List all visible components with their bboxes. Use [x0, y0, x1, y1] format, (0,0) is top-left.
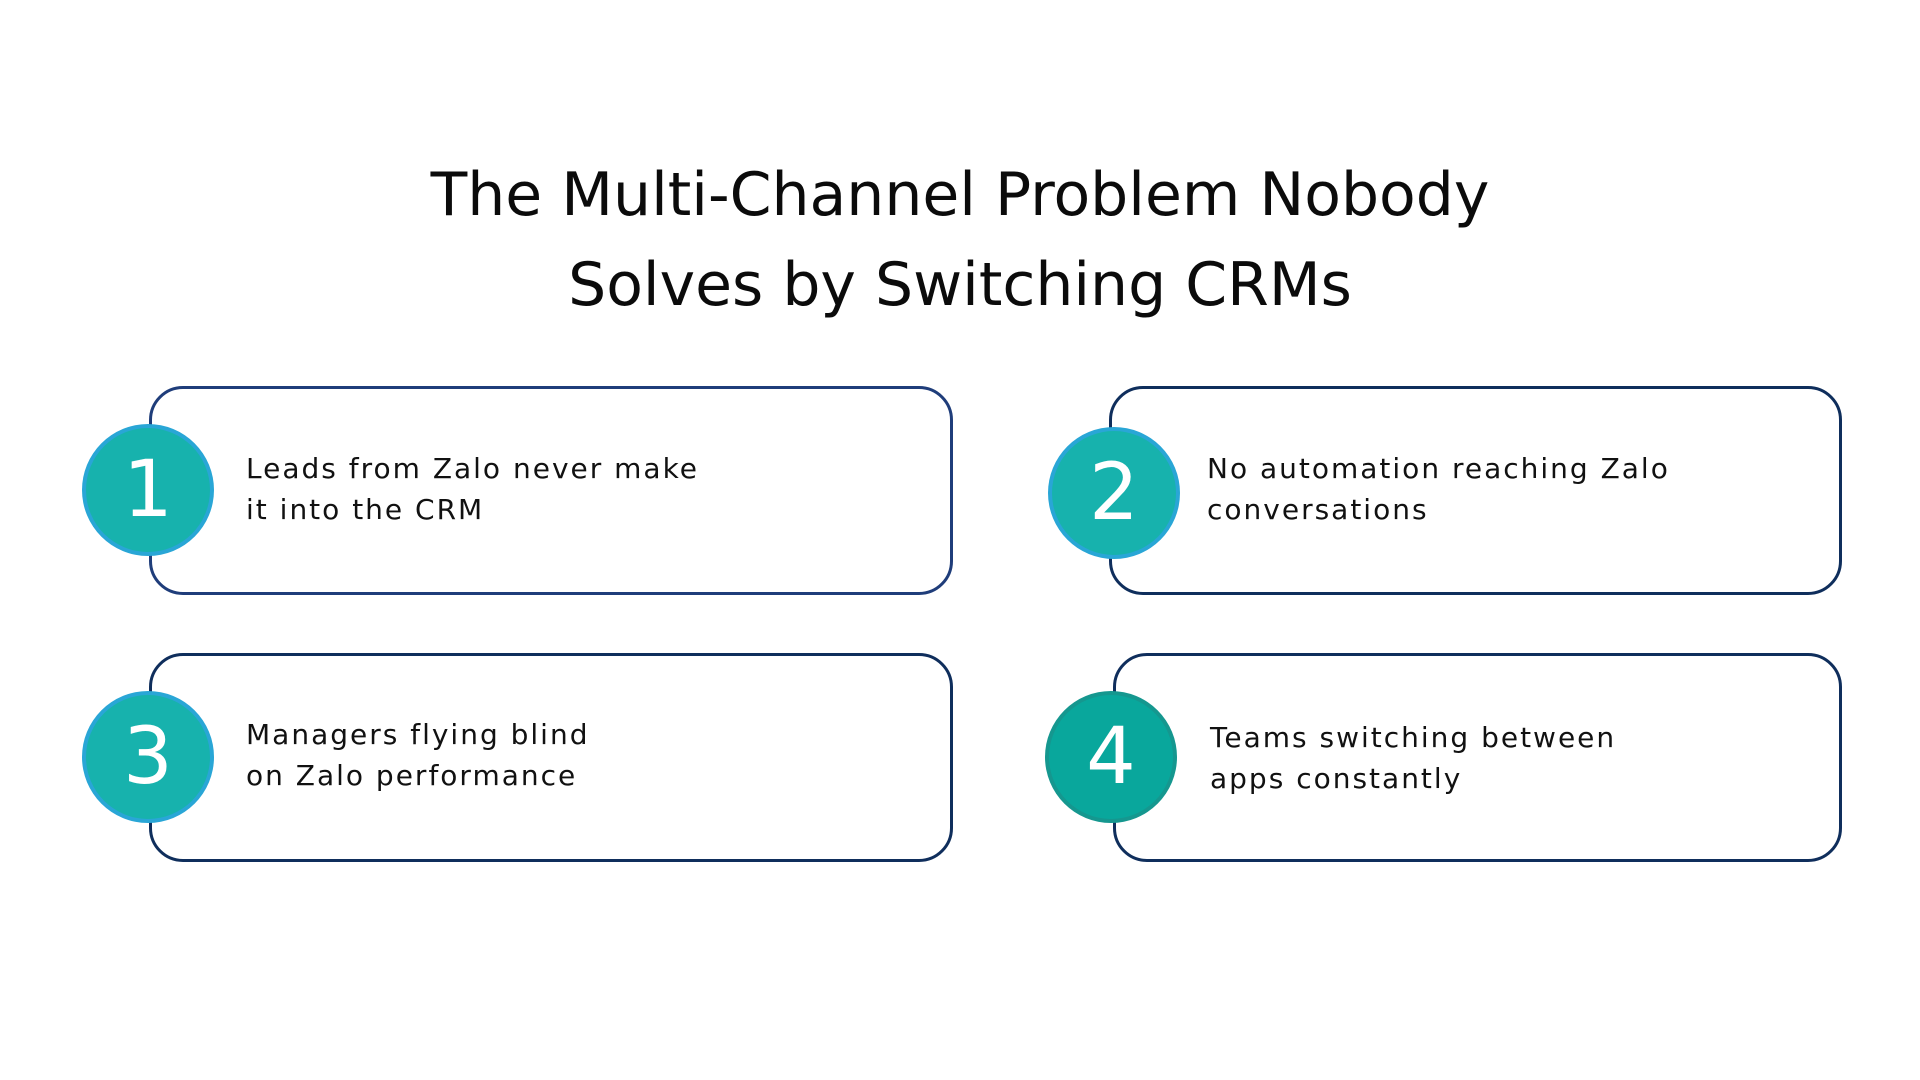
problem-text-2-line-1: No automation reaching Zalo [1207, 452, 1670, 485]
number-badge-4-label: 4 [1086, 712, 1136, 802]
page-title: The Multi-Channel Problem Nobody Solves … [0, 150, 1920, 330]
problem-text-3-line-1: Managers flying blind [246, 718, 590, 751]
problem-text-4-line-2: apps constantly [1210, 762, 1463, 795]
number-badge-3: 3 [86, 695, 210, 819]
problem-card-3 [149, 653, 953, 862]
problem-text-4-line-1: Teams switching between [1210, 721, 1617, 754]
number-badge-3-label: 3 [123, 712, 173, 802]
problem-text-1-line-2: it into the CRM [246, 493, 485, 526]
problem-text-3: Managers flying blind on Zalo performanc… [246, 714, 589, 796]
problem-text-3-line-2: on Zalo performance [246, 759, 578, 792]
problem-text-2: No automation reaching Zalo conversation… [1207, 448, 1670, 530]
number-badge-1: 1 [86, 428, 210, 552]
problem-text-2-line-2: conversations [1207, 493, 1429, 526]
problem-text-1-line-1: Leads from Zalo never make [246, 452, 700, 485]
problem-text-4: Teams switching between apps constantly [1210, 717, 1616, 799]
number-badge-4: 4 [1049, 695, 1173, 819]
number-badge-1-label: 1 [123, 445, 173, 535]
title-line-1: The Multi-Channel Problem Nobody [430, 160, 1490, 231]
problem-card-4 [1113, 653, 1842, 862]
number-badge-2: 2 [1052, 431, 1176, 555]
problem-card-2 [1109, 386, 1842, 595]
problem-card-1 [149, 386, 953, 595]
number-badge-2-label: 2 [1089, 448, 1139, 538]
title-line-2: Solves by Switching CRMs [568, 250, 1352, 321]
problem-text-1: Leads from Zalo never make it into the C… [246, 448, 699, 530]
